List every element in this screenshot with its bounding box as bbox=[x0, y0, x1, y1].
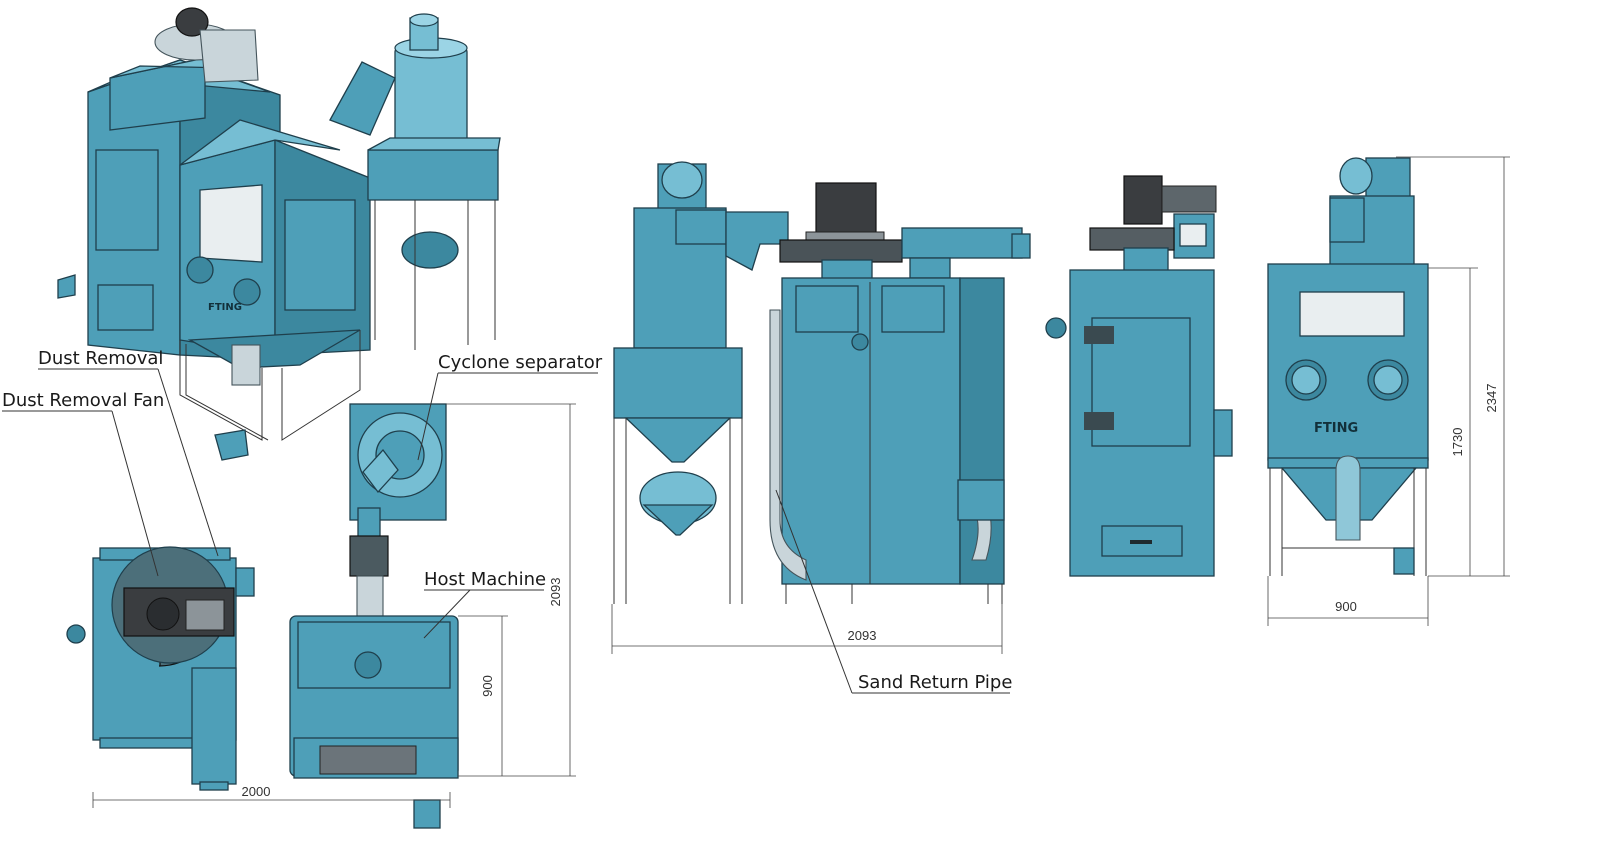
dim-2347: 2347 bbox=[1484, 384, 1499, 413]
dust-removal-door bbox=[95, 149, 159, 251]
callouts: Dust Removal Dust Removal Fan Cyclone se… bbox=[2, 348, 1012, 694]
top-view: 2000 2093 900 bbox=[66, 403, 576, 829]
dim-1730: 1730 bbox=[1450, 428, 1465, 457]
top-fan-motor bbox=[175, 7, 209, 37]
dim-2093-top: 2093 bbox=[548, 578, 563, 607]
front-view: 2093 bbox=[611, 161, 1031, 654]
iso-collector bbox=[401, 231, 459, 269]
label-dust-removal-fan: Dust Removal Fan bbox=[2, 390, 164, 411]
iso-logo: FTING bbox=[208, 302, 242, 313]
label-sand-return-pipe: Sand Return Pipe bbox=[858, 672, 1012, 693]
top-view-duct bbox=[191, 667, 237, 785]
isometric-view: FTING bbox=[57, 7, 501, 461]
dim-900-right: 900 bbox=[1335, 599, 1357, 614]
dim-2093-front: 2093 bbox=[848, 628, 877, 643]
dim-2000: 2000 bbox=[242, 784, 271, 799]
iso-viewing-window bbox=[199, 184, 263, 263]
right-logo: FTING bbox=[1314, 421, 1358, 436]
side-view bbox=[1045, 175, 1233, 577]
side-motor bbox=[1123, 175, 1163, 225]
right-viewing-window bbox=[1299, 291, 1405, 337]
label-dust-removal: Dust Removal bbox=[38, 348, 163, 369]
right-front-view: FTING 900 1730 2347 bbox=[1267, 156, 1510, 626]
label-cyclone-separator: Cyclone separator bbox=[438, 352, 603, 373]
label-host-machine: Host Machine bbox=[424, 569, 546, 590]
front-motor bbox=[815, 182, 877, 234]
dim-900-top: 900 bbox=[480, 675, 495, 697]
